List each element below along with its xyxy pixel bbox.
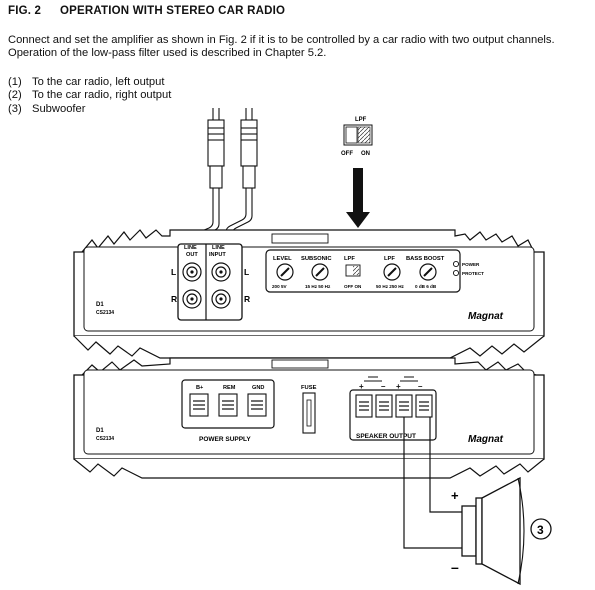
callout-number: 3: [537, 523, 544, 537]
model-badge: D1: [96, 302, 104, 308]
legend-item: (3)Subwoofer: [8, 102, 86, 115]
switch-title: LPF: [355, 117, 367, 123]
channel-left-label: L: [244, 267, 249, 277]
line-input-label: LINE: [212, 245, 225, 251]
channel-right-label: R: [171, 294, 177, 304]
power-led-icon: [452, 260, 460, 268]
lpf-label: LPF: [344, 256, 355, 262]
speaker-wire-positive: [429, 417, 462, 513]
legend-list: (1)To the car radio, left output (2)To t…: [8, 76, 171, 116]
switch-on-label: ON: [361, 151, 370, 157]
channel-right-label: R: [244, 294, 250, 304]
rca-cables: [185, 108, 258, 250]
lpf-freq-label: LPF: [384, 256, 395, 262]
lpf-range: OFF ON: [344, 284, 362, 289]
switch-knob: [345, 126, 358, 144]
legend-item: (1)To the car radio, left output: [8, 76, 165, 88]
subsonic-label: SUBSONIC: [301, 256, 332, 262]
level-range: 200 5V: [272, 284, 287, 289]
positive-terminal-label: +: [451, 488, 459, 503]
intro-paragraph: Connect and set the amplifier as shown i…: [8, 34, 555, 59]
lpf-switch-inset: LPF OFF ON: [341, 117, 373, 228]
svg-text:–: –: [418, 382, 423, 391]
gnd-label: GND: [252, 385, 264, 391]
rca-cable-right: [225, 108, 258, 250]
amplifier-front: LINE OUT LINE INPUT L R L R LEVEL SUBSON…: [73, 229, 545, 359]
control-panel: [265, 249, 461, 293]
speaker-wires: [403, 417, 462, 549]
svg-text:+: +: [359, 382, 364, 391]
switch-off-label: OFF: [341, 151, 353, 157]
speaker-cone-icon: [481, 476, 521, 586]
level-label: LEVEL: [273, 256, 292, 262]
speaker-output-label: SPEAKER OUTPUT: [356, 433, 416, 440]
brand-logo: Magnat: [468, 311, 504, 322]
fuse-icon: [306, 399, 312, 427]
model-number: CS2134: [96, 310, 114, 316]
line-out-label: LINE: [184, 245, 197, 251]
svg-text:+: +: [396, 382, 401, 391]
channel-left-label: L: [171, 267, 176, 277]
amplifier-rear: B+ REM GND POWER SUPPLY FUSE + – + –: [73, 357, 545, 479]
speaker-wire-negative: [403, 417, 462, 549]
figure-number: FIG. 2: [8, 5, 42, 17]
svg-text:–: –: [381, 382, 386, 391]
line-input-label: INPUT: [209, 252, 226, 258]
figure-heading: FIG. 2 OPERATION WITH STEREO CAR RADIO: [8, 5, 285, 17]
callout-circle: [530, 518, 552, 540]
fuse-label: FUSE: [301, 385, 317, 391]
down-arrow-icon: [346, 168, 370, 228]
negative-terminal-label: –: [451, 559, 459, 575]
power-supply-label: POWER SUPPLY: [199, 436, 251, 443]
protect-led-icon: [452, 269, 460, 277]
speaker-magnet: [461, 505, 477, 557]
lpf-freq-range: 50 Hz 250 Hz: [376, 284, 405, 289]
subsonic-range: 15 Hz 50 Hz: [305, 284, 331, 289]
brand-logo: Magnat: [468, 434, 504, 445]
protect-led-label: PROTECT: [462, 271, 484, 276]
bass-boost-range: 0 dB 6 dB: [415, 284, 437, 289]
power-led-label: POWER: [462, 262, 480, 267]
subwoofer: + – 3: [451, 476, 552, 586]
rca-cable-left: [185, 108, 225, 250]
rem-label: REM: [223, 385, 236, 391]
figure-title: OPERATION WITH STEREO CAR RADIO: [60, 5, 286, 17]
legend-item: (2)To the car radio, right output: [8, 89, 172, 102]
bass-boost-label: BASS BOOST: [406, 256, 445, 262]
polarity-markings: + – + –: [359, 376, 423, 391]
model-number: CS2134: [96, 436, 114, 442]
model-badge: D1: [96, 428, 104, 434]
line-out-label: OUT: [186, 252, 198, 258]
b-plus-label: B+: [196, 385, 204, 391]
